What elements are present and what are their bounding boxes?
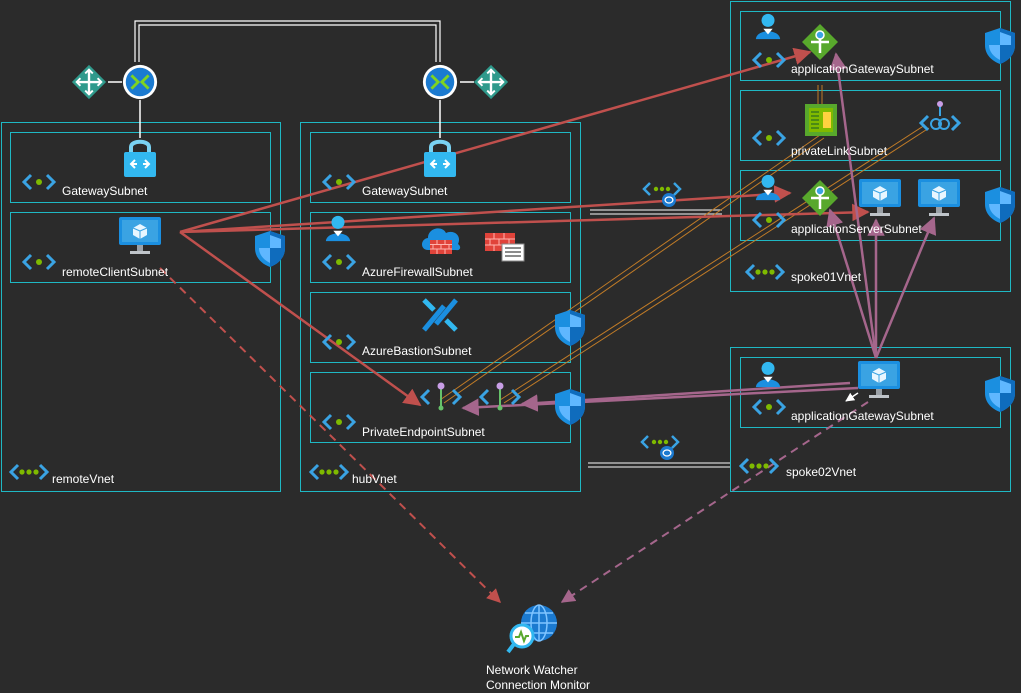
nsg-shield-icon — [984, 27, 1016, 65]
lock-icon — [422, 136, 458, 178]
user-icon — [754, 360, 782, 388]
vnet-icon — [309, 462, 349, 482]
application-gateway-icon — [800, 22, 840, 62]
spoke01-privatelink-subnet-label: privateLinkSubnet — [791, 144, 888, 158]
spoke01-vnet-label: spoke01Vnet — [791, 270, 862, 284]
private-link-service-icon — [805, 104, 837, 136]
virtual-machine-icon — [857, 360, 901, 400]
hub-bastion-subnet-label: AzureBastionSubnet — [362, 344, 472, 358]
subnet-icon — [321, 252, 357, 272]
hub-gateway-subnet-label: GatewaySubnet — [362, 184, 448, 198]
monitor-label-line1: Network Watcher — [486, 663, 578, 677]
private-endpoint-icon — [419, 377, 463, 417]
spoke01-appserver-subnet-label: applicationServerSubnet — [791, 222, 922, 236]
subnet-icon — [751, 128, 787, 148]
hub-private-endpoint-subnet-label: PrivateEndpointSubnet — [362, 425, 485, 439]
router-icon — [70, 63, 108, 101]
vpn-gateway-icon — [421, 63, 459, 101]
virtual-machine-icon — [118, 216, 162, 256]
spoke02-vnet-label: spoke02Vnet — [786, 465, 857, 479]
peering-line-spoke02 — [588, 462, 730, 468]
subnet-icon — [321, 412, 357, 432]
remote-vnet-label: remoteVnet — [52, 472, 115, 486]
firewall-policy-icon — [485, 233, 525, 262]
application-gateway-icon — [800, 178, 840, 218]
private-link-icon — [918, 101, 962, 132]
hub-vnet-label: hubVnet — [352, 472, 397, 486]
subnet-icon — [321, 172, 357, 192]
subnet-icon — [751, 210, 787, 230]
subnet-icon — [21, 252, 57, 272]
nsg-shield-icon — [984, 375, 1016, 413]
peering-line-spoke01 — [590, 209, 722, 215]
subnet-icon — [21, 172, 57, 192]
spoke01-appgw-subnet-label: applicationGatewaySubnet — [791, 62, 934, 76]
network-watcher-icon — [506, 604, 557, 654]
user-icon — [754, 173, 782, 201]
spoke02-appgw-subnet-label: applicationGatewaySubnet — [791, 409, 934, 423]
nsg-shield-icon — [254, 230, 286, 268]
bastion-icon — [422, 298, 458, 332]
user-icon — [324, 214, 352, 242]
nsg-shield-icon — [554, 388, 586, 426]
peering-icon — [642, 180, 682, 208]
virtual-machine-icon — [917, 178, 961, 218]
user-icon — [754, 12, 782, 40]
remote-gateway-subnet-label: GatewaySubnet — [62, 184, 148, 198]
remote-client-subnet-label: remoteClientSubnet — [62, 265, 169, 279]
monitor-label-line2: Connection Monitor — [486, 678, 591, 692]
router-icon — [472, 63, 510, 101]
vnet-icon — [745, 262, 785, 282]
firewall-icon — [422, 228, 461, 254]
gateway-link-line — [134, 20, 441, 62]
vnet-icon — [9, 462, 49, 482]
subnet-icon — [321, 332, 357, 352]
nsg-shield-icon — [554, 309, 586, 347]
vpn-gateway-icon — [121, 63, 159, 101]
private-endpoint-icon — [478, 377, 522, 417]
hub-firewall-subnet-label: AzureFirewallSubnet — [362, 265, 473, 279]
gateway-link-line-inner — [138, 24, 437, 62]
peering-icon — [640, 433, 680, 461]
lock-icon — [122, 136, 158, 178]
virtual-machine-icon — [858, 178, 902, 218]
subnet-icon — [751, 397, 787, 417]
vnet-icon — [739, 456, 779, 476]
nsg-shield-icon — [984, 186, 1016, 224]
subnet-icon — [751, 50, 787, 70]
